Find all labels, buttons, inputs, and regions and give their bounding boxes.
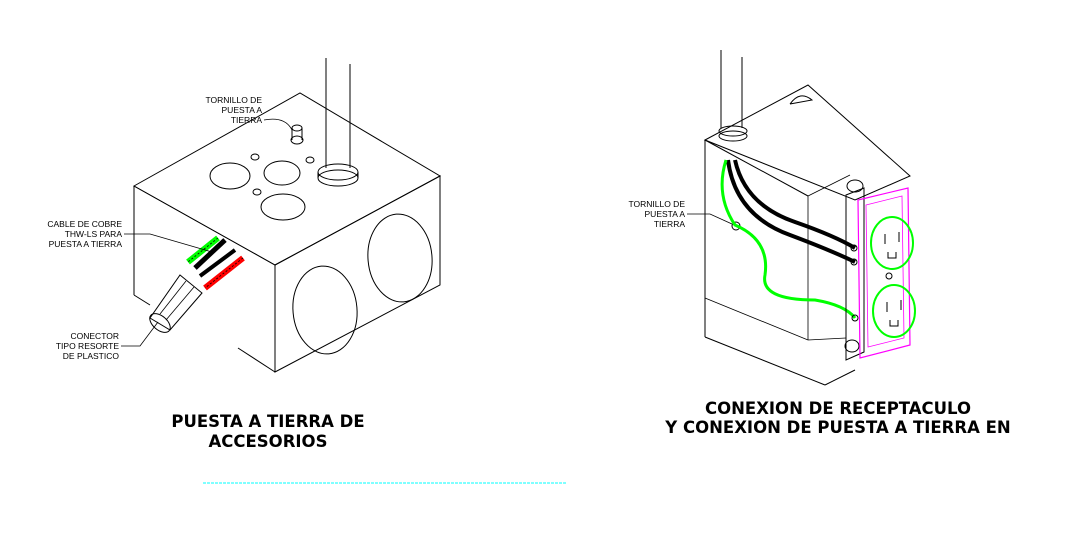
right-figure-title-line2: Y CONEXION DE PUESTA A TIERRA EN (664, 418, 1010, 437)
right-figure-title-line1: CONEXION DE RECEPTACULO (705, 399, 971, 418)
left-connector-label: CONECTOR TIPO RESORTE DE PLASTICO (56, 321, 159, 361)
left-screw-label-line1: TORNILLO DE (205, 95, 262, 105)
left-figure-title-line2: ACCESORIOS (209, 432, 328, 451)
left-cable-label: CABLE DE COBRE THW-LS PARA PUESTA A TIER… (47, 219, 213, 253)
right-screw-label-line3: TIERRA (654, 219, 686, 229)
left-connector-label-line2: TIPO RESORTE (56, 341, 119, 351)
left-screw-label-line2: PUESTA A (222, 105, 263, 115)
left-screw-label-line3: TIERRA (231, 115, 263, 125)
left-cable-label-line2: THW-LS PARA (65, 229, 123, 239)
right-screw-label-line1: TORNILLO DE (628, 199, 685, 209)
right-screw-label-line2: PUESTA A (645, 209, 686, 219)
left-connector-label-line1: CONECTOR (71, 331, 120, 341)
right-junction-box (703, 50, 916, 386)
left-screw-label: TORNILLO DE PUESTA A TIERRA (205, 95, 293, 131)
left-cable-label-line1: CABLE DE COBRE (47, 219, 122, 229)
left-junction-box (132, 58, 442, 373)
right-screw-label: TORNILLO DE PUESTA A TIERRA (628, 199, 733, 229)
left-cable-label-line3: PUESTA A TIERRA (49, 239, 123, 249)
left-figure-title-line1: PUESTA A TIERRA DE (171, 412, 364, 431)
left-connector-label-line3: DE PLASTICO (63, 351, 120, 361)
